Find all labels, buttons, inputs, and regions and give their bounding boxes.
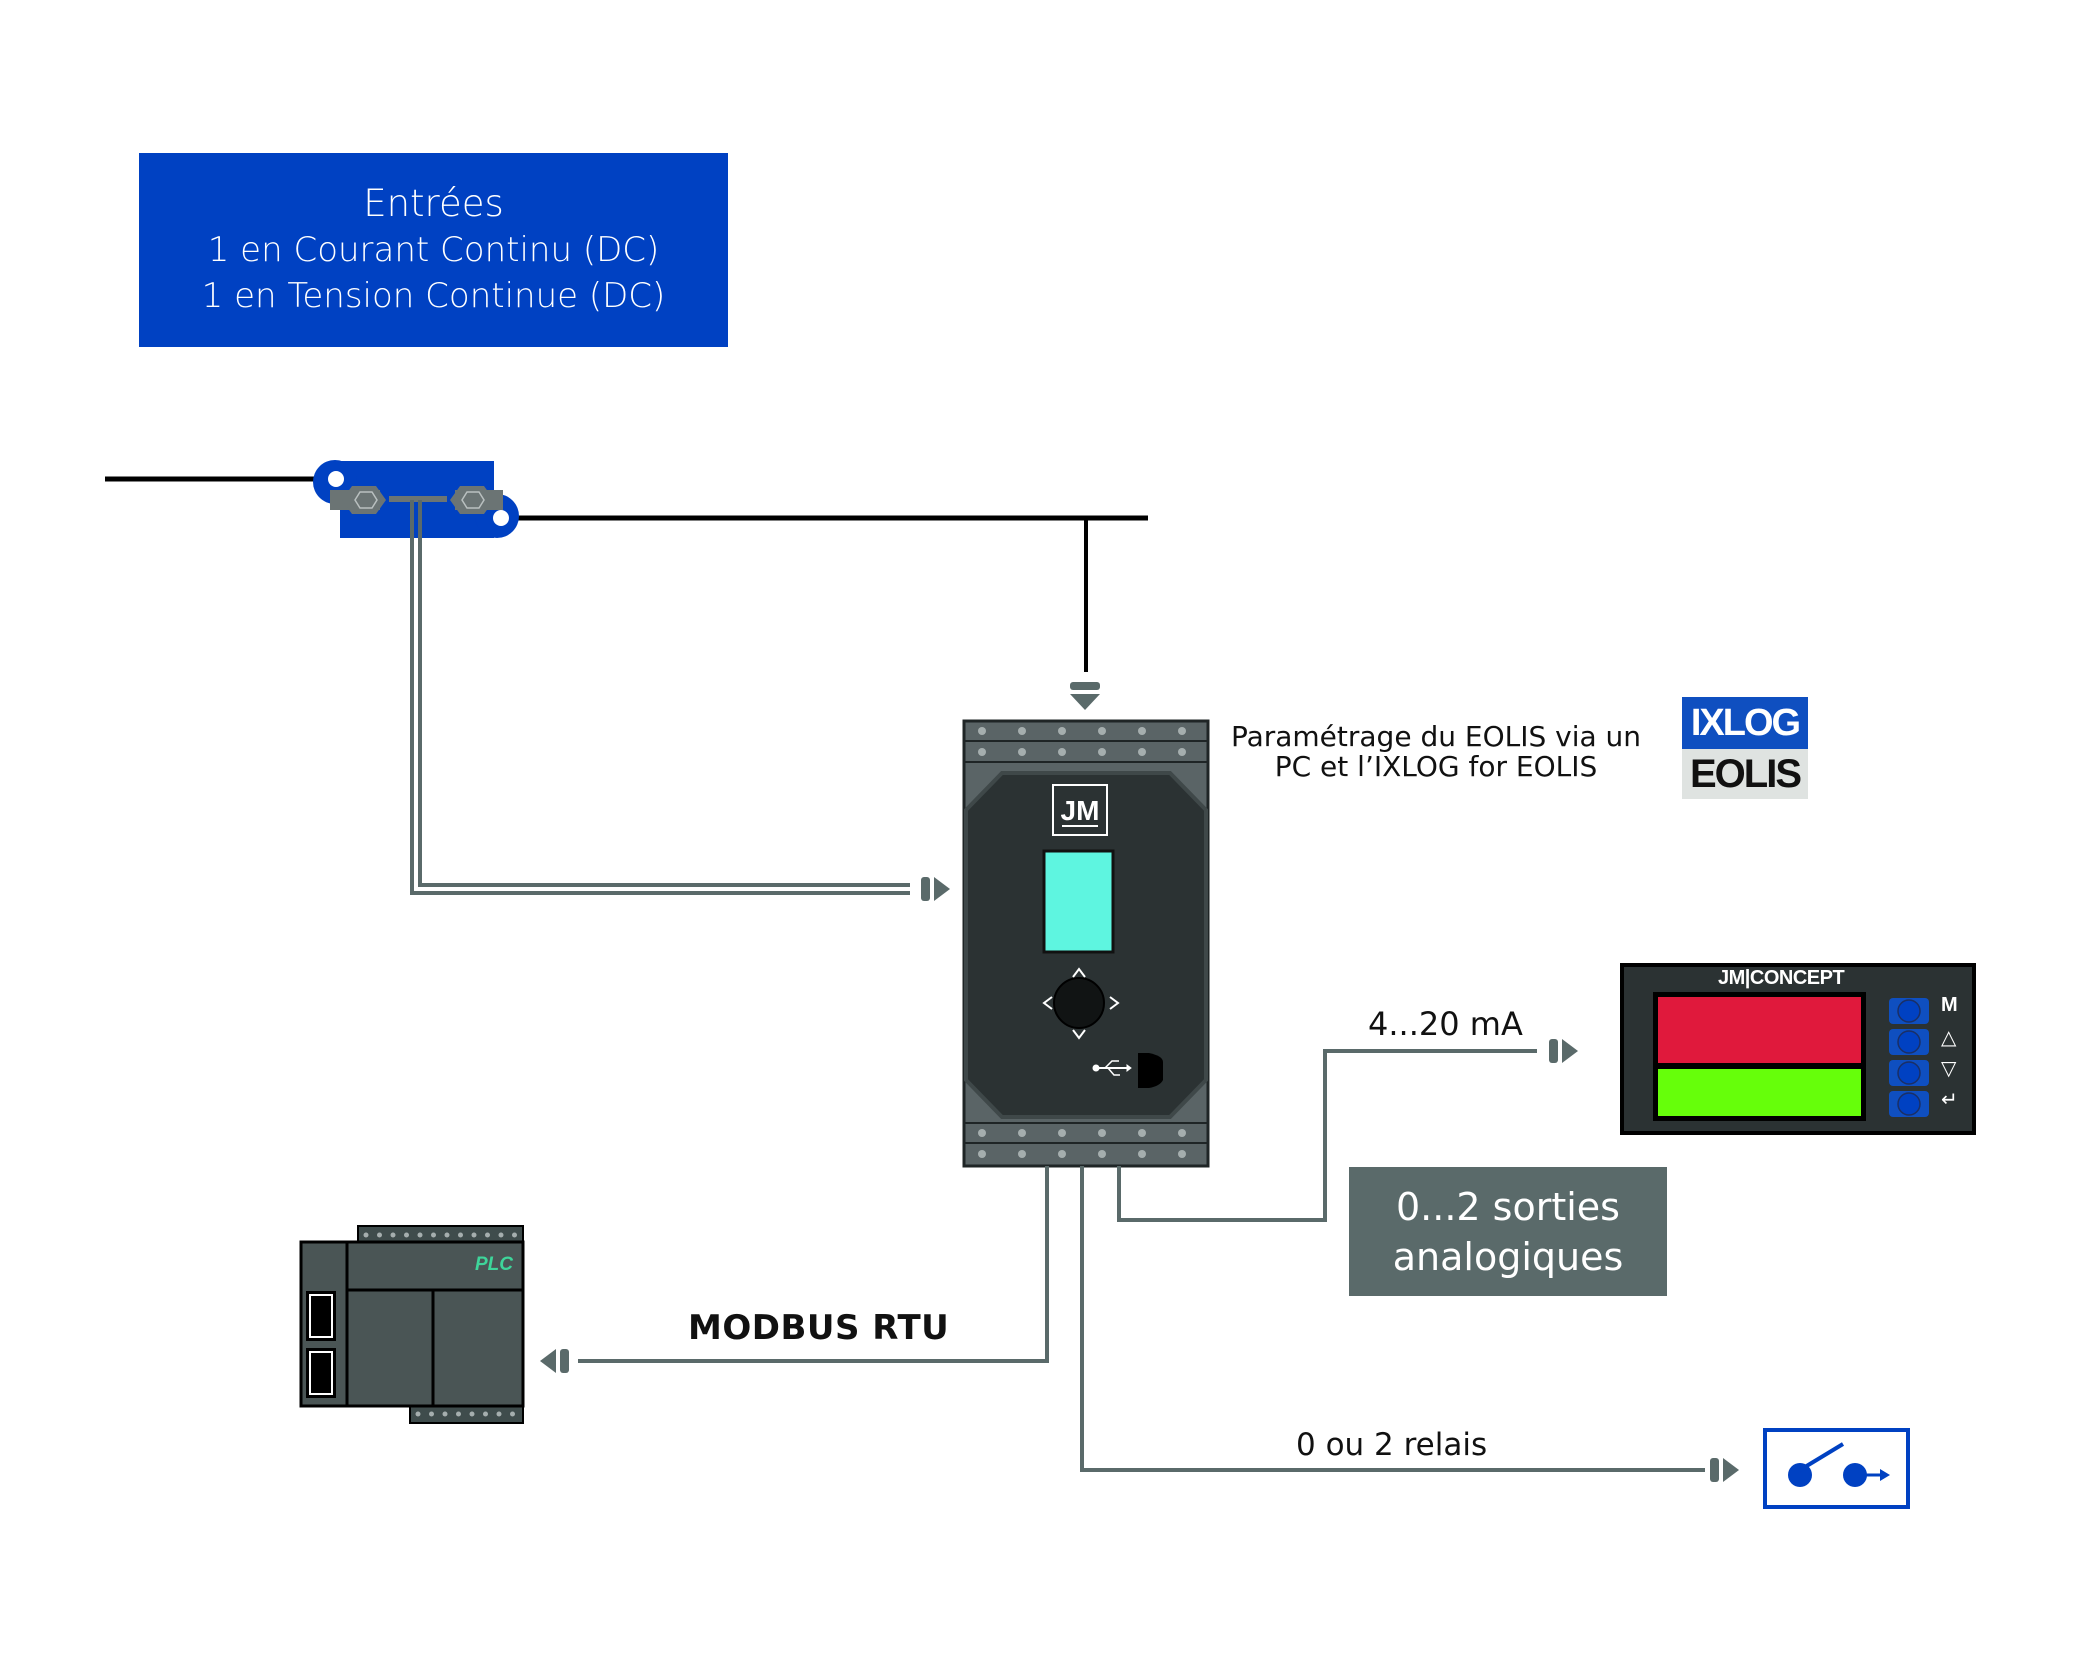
plc-label: PLC: [475, 1254, 513, 1275]
terminal-screw: [978, 1150, 986, 1158]
terminal-screw: [1098, 1150, 1106, 1158]
plc-terminal: [444, 1232, 450, 1238]
power-arrow-icon: [1070, 682, 1100, 710]
terminal-screw: [1178, 1150, 1186, 1158]
terminal-screw: [1018, 1150, 1026, 1158]
nav-button[interactable]: [1053, 977, 1105, 1029]
terminal-screw: [1138, 1129, 1146, 1137]
relay-icon: [1763, 1428, 1910, 1509]
eolis-device: JM: [962, 719, 1210, 1168]
relay-label: 0 ou 2 relais: [1296, 1427, 1488, 1463]
inputs-line-voltage: 1 en Tension Continue (DC): [201, 276, 666, 316]
plc-terminal: [431, 1232, 436, 1238]
logo-ixlog: IXLOG: [1682, 697, 1808, 749]
relay-arrow-icon: [1710, 1458, 1739, 1482]
measurement-wire: [410, 500, 910, 895]
plc-terminal: [471, 1232, 477, 1238]
configuration-line-2: PC et l’IXLOG for EOLIS: [1274, 750, 1598, 783]
meter-button-label-down: ▽: [1941, 1056, 1957, 1080]
plc-terminal: [442, 1411, 448, 1417]
relay-wire: [1080, 1166, 1705, 1472]
terminal-screw: [978, 727, 986, 735]
analog-wire: [1117, 1049, 1537, 1222]
configuration-line-1: Paramétrage du EOLIS via un: [1230, 720, 1642, 753]
terminal-screw: [1018, 727, 1026, 735]
terminal-screw: [1098, 1129, 1106, 1137]
plc-terminal: [485, 1232, 490, 1238]
nav-up-icon[interactable]: [1072, 967, 1086, 978]
analog-outputs-box: 0...2 sorties analogiques: [1349, 1167, 1667, 1296]
analog-arrow-icon: [1549, 1039, 1578, 1063]
plc-terminal: [510, 1411, 515, 1417]
plc-terminal: [498, 1232, 504, 1238]
terminal-screw: [1138, 1150, 1146, 1158]
plc-terminal: [404, 1232, 409, 1238]
terminal-screw: [1178, 1129, 1186, 1137]
meter-button-label-m: M: [1941, 994, 1958, 1016]
plc-terminal: [363, 1232, 369, 1238]
usb-port[interactable]: [1138, 1053, 1163, 1088]
plc-terminal: [456, 1411, 461, 1417]
shunt-icon: [313, 460, 519, 538]
terminal-screw: [1098, 748, 1106, 756]
terminal-screw: [1058, 748, 1066, 756]
panel-meter: [1620, 963, 1976, 1135]
usb-icon: [1092, 1060, 1132, 1076]
nav-down-icon[interactable]: [1072, 1029, 1086, 1040]
meter-button-label-up: △: [1941, 1025, 1957, 1049]
ixlog-eolis-logo: IXLOG EOLIS: [1682, 697, 1808, 799]
terminal-screw: [978, 1129, 986, 1137]
terminal-screw: [1178, 727, 1186, 735]
meter-button-ring: [1897, 1030, 1921, 1054]
nav-right-icon[interactable]: [1109, 996, 1120, 1010]
device-brand: JM: [1061, 795, 1100, 826]
meter-button-ring: [1897, 999, 1921, 1023]
inputs-box: Entrées 1 en Courant Continu (DC) 1 en T…: [139, 153, 728, 347]
modbus-label: MODBUS RTU: [688, 1308, 950, 1348]
plc-terminal: [483, 1411, 488, 1417]
plc-terminal: [469, 1411, 475, 1417]
analog-box-line-1: 0...2 sorties: [1396, 1184, 1620, 1229]
analog-box-line-2: analogiques: [1392, 1234, 1624, 1279]
plc-terminal: [415, 1411, 421, 1417]
plc-terminal: [458, 1232, 463, 1238]
plc-device: [299, 1225, 525, 1424]
logo-eolis: EOLIS: [1682, 749, 1808, 799]
plc-terminal: [429, 1411, 434, 1417]
meter-display-red: [1658, 997, 1861, 1063]
meter-button-label-enter: ↵: [1941, 1087, 1958, 1111]
modbus-wire: [578, 1166, 1049, 1363]
configuration-text: Paramétrage du EOLIS via un PC et l’IXLO…: [1216, 722, 1656, 782]
terminal-screw: [1098, 727, 1106, 735]
terminal-screw: [1018, 1129, 1026, 1137]
device-screen: [1042, 849, 1115, 954]
nav-left-icon[interactable]: [1042, 996, 1053, 1010]
meter-brand: JM|CONCEPT: [1718, 967, 1845, 989]
terminal-screw: [1138, 748, 1146, 756]
meter-button-ring: [1897, 1061, 1921, 1085]
inputs-line-current: 1 en Courant Continu (DC): [207, 230, 660, 270]
plc-terminal: [512, 1232, 517, 1238]
plc-terminal: [496, 1411, 502, 1417]
plc-terminal: [417, 1232, 423, 1238]
output-wires: [578, 1049, 1705, 1472]
meter-button-ring: [1897, 1092, 1921, 1116]
modbus-arrow-icon: [540, 1349, 569, 1373]
analog-signal-label: 4...20 mA: [1368, 1005, 1523, 1043]
terminal-screw: [1058, 727, 1066, 735]
terminal-screw: [1018, 748, 1026, 756]
inputs-title: Entrées: [363, 182, 504, 225]
terminal-screw: [1138, 727, 1146, 735]
plc-terminal: [390, 1232, 396, 1238]
meter-display-green: [1658, 1069, 1861, 1116]
terminal-screw: [1058, 1150, 1066, 1158]
terminal-screw: [978, 748, 986, 756]
plc-terminal: [377, 1232, 382, 1238]
input-arrow-icon: [921, 877, 950, 901]
terminal-screw: [1178, 748, 1186, 756]
terminal-screw: [1058, 1129, 1066, 1137]
terminal-screws: [978, 727, 1186, 1158]
